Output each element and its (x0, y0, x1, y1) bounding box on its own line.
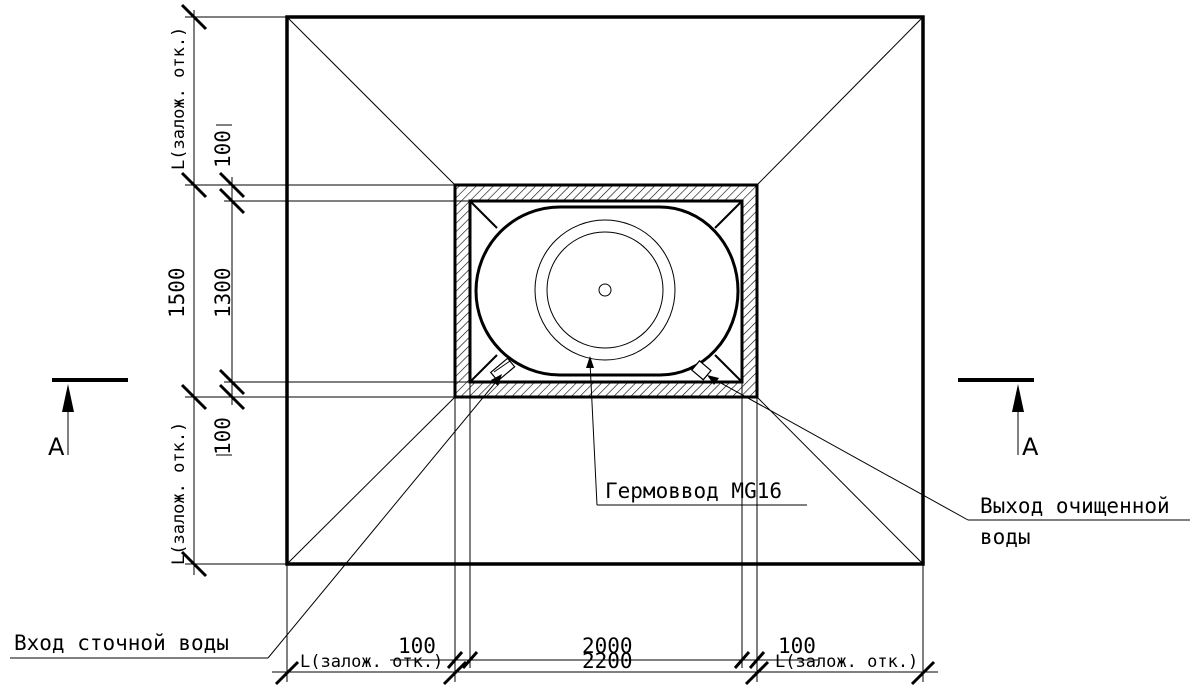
slope-lines (286, 16, 924, 565)
corner-braces (469, 200, 743, 383)
bottom-ticks (274, 651, 936, 686)
hermetic-input-label: Гермоввод MG16 (605, 479, 782, 503)
inlet-fitting (489, 357, 516, 382)
tank-outline (474, 205, 740, 377)
clean-water-label-2: воды (980, 525, 1031, 549)
left-ticks (180, 3, 246, 578)
section-marker-left (52, 378, 128, 455)
neck-outer-circle (534, 219, 676, 361)
clean-water-leader (709, 376, 1190, 521)
dim-bottom-100-right: 100 (778, 634, 816, 658)
dim-left-1500: 1500 (165, 267, 189, 318)
dim-left-top-L: L(залож. отк.) (169, 27, 189, 170)
clean-water-label-1: Выход очищенной (980, 494, 1170, 518)
sewage-in-leader (10, 376, 501, 659)
section-label-right: A (1022, 433, 1039, 461)
dim-bottom-L-right: L(залож. отк.) (775, 652, 918, 672)
clean-water-arrow (707, 375, 719, 385)
dim-bottom-100-left: 100 (398, 634, 436, 658)
dim-left-bottom-L: L(залож. отк.) (169, 422, 189, 565)
dim-bottom-2000: 2000 (582, 634, 633, 658)
hermetic-input-arrow (586, 356, 594, 368)
section-marker-right (958, 378, 1034, 455)
pit-outline (285, 15, 925, 566)
hermetic-input-leader (589, 361, 807, 506)
sewage-in-label: Вход сточной воды (14, 631, 229, 655)
dim-left-100-bottom: 100 (211, 417, 235, 455)
sewage-in-arrow (491, 374, 502, 386)
dim-left-100-top: 100 (211, 130, 235, 168)
center-point (598, 283, 612, 297)
dim-left-1300: 1300 (211, 267, 235, 318)
neck-inner-circle (546, 231, 664, 349)
dim-bottom-L-left: L(залож. отк.) (300, 652, 443, 672)
bottom-dimensions (272, 382, 938, 682)
left-dimensions (185, 10, 470, 575)
dim-bottom-2200: 2200 (582, 649, 633, 673)
section-label-left: A (48, 433, 65, 461)
